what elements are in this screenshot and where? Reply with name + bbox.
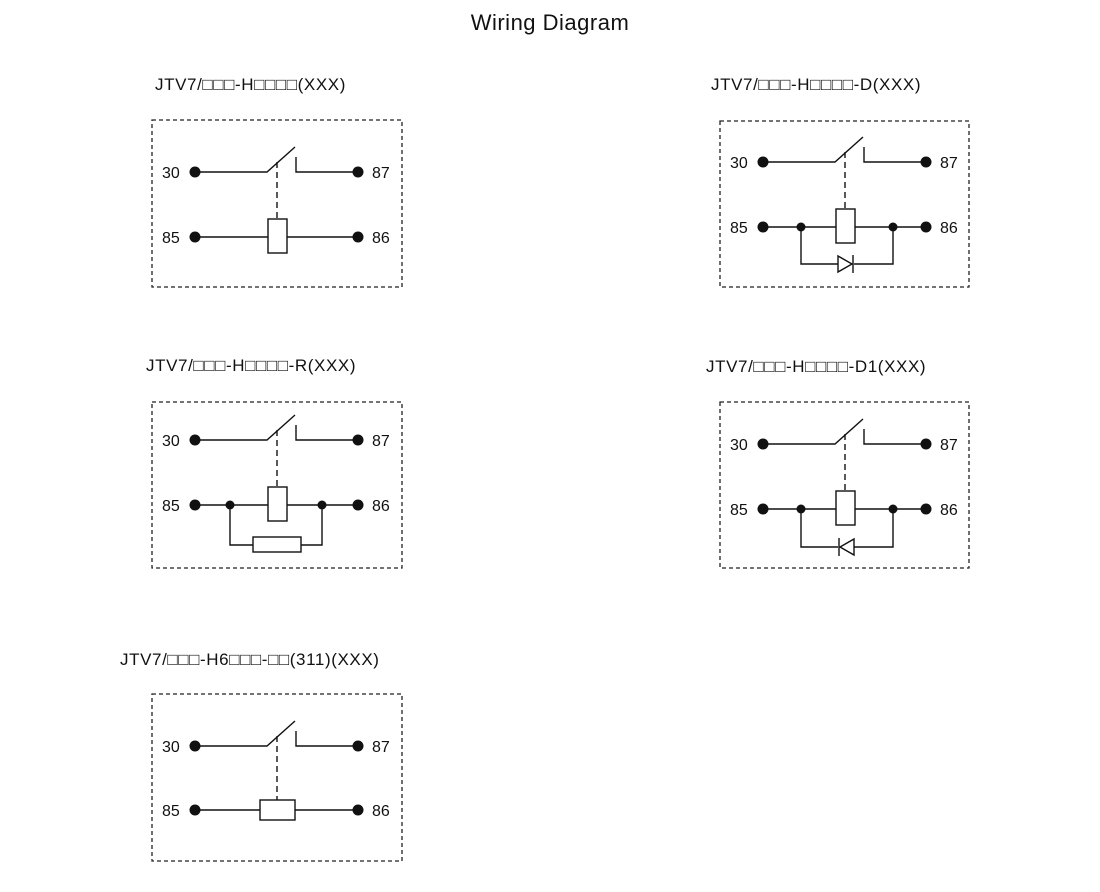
contact-87-wire xyxy=(863,147,926,163)
relay-diagram-plain: 30 87 85 86 xyxy=(151,119,403,288)
suppressor-wire xyxy=(800,227,894,265)
resistor-symbol xyxy=(252,536,302,553)
terminal-label-85: 85 xyxy=(162,803,180,820)
terminal-label-85: 85 xyxy=(162,498,180,515)
terminal-label-30: 30 xyxy=(162,433,180,450)
diagram-frame xyxy=(719,401,970,569)
terminal-label-86: 86 xyxy=(372,230,390,247)
switch-contact xyxy=(763,418,864,445)
diagram-frame xyxy=(151,401,403,569)
contact-87-wire xyxy=(863,429,926,445)
terminal-label-86: 86 xyxy=(940,220,958,237)
diagram-frame xyxy=(719,120,970,288)
switch-contact xyxy=(195,146,296,173)
contact-87-wire xyxy=(295,157,358,173)
diode-symbol xyxy=(838,537,855,557)
diagram-frame xyxy=(151,119,403,288)
terminal-label-87: 87 xyxy=(372,433,390,450)
relay-coil xyxy=(267,486,288,522)
switch-contact xyxy=(195,414,296,441)
terminal-label-85: 85 xyxy=(730,502,748,519)
relay-diagram-horizontal-coil: 30 87 85 86 xyxy=(151,693,403,862)
relay-coil xyxy=(835,490,856,526)
contact-87-wire xyxy=(295,425,358,441)
terminal-label-87: 87 xyxy=(372,165,390,182)
terminal-label-87: 87 xyxy=(940,155,958,172)
diagram-label-4: JTV7/□□□-H□□□□-D1(XXX) xyxy=(706,357,927,376)
terminal-label-86: 86 xyxy=(372,803,390,820)
diagram-label-5: JTV7/□□□-H6□□□-□□(311)(XXX) xyxy=(120,650,380,669)
diagram-label-2: JTV7/□□□-H□□□□-D(XXX) xyxy=(711,75,922,94)
page-title: Wiring Diagram xyxy=(470,10,630,35)
terminal-label-85: 85 xyxy=(730,220,748,237)
relay-coil xyxy=(267,218,288,254)
relay-diagram-diode-reversed: 30 87 85 86 xyxy=(719,401,970,569)
diagram-label-3: JTV7/□□□-H□□□□-R(XXX) xyxy=(146,356,357,375)
suppressor-wire xyxy=(229,505,323,546)
diode-symbol xyxy=(837,254,854,274)
terminal-label-30: 30 xyxy=(162,165,180,182)
terminal-label-30: 30 xyxy=(730,155,748,172)
terminal-label-87: 87 xyxy=(940,437,958,454)
diagram-frame xyxy=(151,693,403,862)
terminal-label-30: 30 xyxy=(730,437,748,454)
relay-coil xyxy=(835,208,856,244)
relay-diagram-resistor: 30 87 85 86 xyxy=(151,401,403,569)
terminal-label-85: 85 xyxy=(162,230,180,247)
diagram-label-1: JTV7/□□□-H□□□□(XXX) xyxy=(155,75,346,94)
terminal-label-30: 30 xyxy=(162,739,180,756)
terminal-label-87: 87 xyxy=(372,739,390,756)
contact-87-wire xyxy=(295,731,358,747)
suppressor-wire xyxy=(800,509,894,548)
switch-contact xyxy=(763,136,864,163)
relay-coil xyxy=(259,799,296,821)
terminal-label-86: 86 xyxy=(372,498,390,515)
terminal-label-86: 86 xyxy=(940,502,958,519)
switch-contact xyxy=(195,720,296,747)
relay-diagram-diode: 30 87 85 86 xyxy=(719,120,970,288)
